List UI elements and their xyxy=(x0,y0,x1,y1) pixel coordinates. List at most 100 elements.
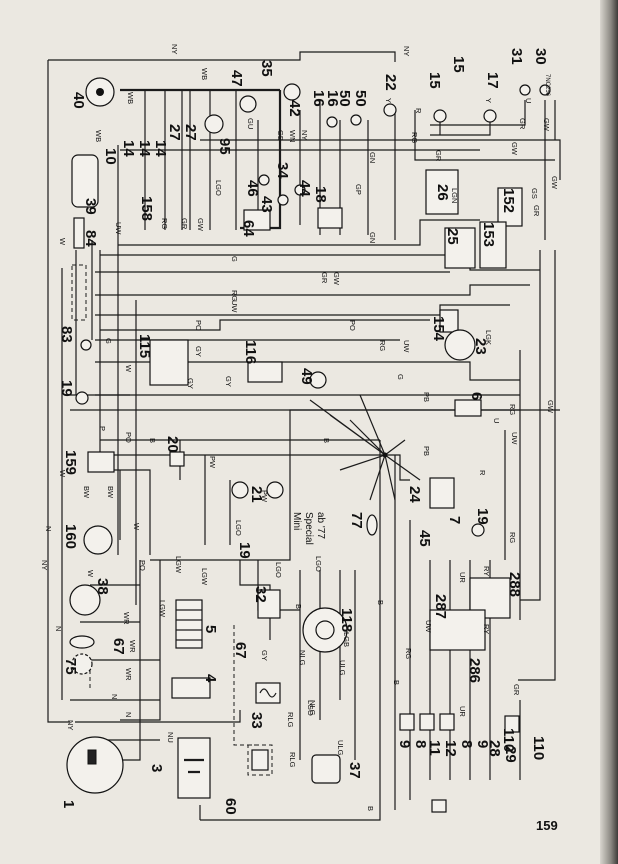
wire-code: GY xyxy=(260,650,269,661)
label-19a: 19 xyxy=(58,380,75,397)
wire-code: N xyxy=(54,626,63,631)
label-159: 159 xyxy=(62,450,79,475)
wire-code: LGK xyxy=(484,330,493,345)
wire-code: RLG xyxy=(288,752,297,768)
wire-code: B xyxy=(148,438,157,443)
wire-code: UW xyxy=(402,340,411,353)
label-30: 30 xyxy=(532,48,549,65)
wire-code: WR xyxy=(124,668,133,681)
label-6: 6 xyxy=(468,392,485,400)
wire-code: PB xyxy=(422,392,431,402)
label-46: 46 xyxy=(244,180,261,197)
label-287: 287 xyxy=(432,594,449,619)
wire-code: ULG xyxy=(336,740,345,756)
label-32: 32 xyxy=(252,586,269,603)
note-line-2: Special xyxy=(303,512,314,545)
wire-code: RY xyxy=(482,624,491,634)
wire-code: PO xyxy=(194,320,203,331)
wire-code: NLG xyxy=(308,700,317,716)
label-40: 40 xyxy=(70,92,87,109)
label-152: 152 xyxy=(500,188,517,213)
label-35: 35 xyxy=(258,60,275,77)
wire-code: W xyxy=(86,570,95,578)
wire-code: GN xyxy=(368,152,377,163)
label-31: 31 xyxy=(508,48,525,65)
wire-code: GW xyxy=(510,142,519,156)
label-26: 26 xyxy=(434,184,451,201)
label-47: 47 xyxy=(228,70,245,87)
wire-code: W xyxy=(58,238,67,246)
wire-code: GR xyxy=(532,205,541,217)
wire-code: GR xyxy=(434,150,443,162)
wire-code: U xyxy=(492,418,501,423)
label-9b: 9 xyxy=(474,740,491,748)
wire-code: GN xyxy=(368,232,377,243)
wire-code: LGO xyxy=(314,556,323,572)
label-9a: 9 xyxy=(396,740,413,748)
label-15b: 15 xyxy=(450,56,467,73)
wire-code: GW xyxy=(546,400,555,414)
label-7: 7 xyxy=(446,516,463,524)
wire-code: N xyxy=(110,694,119,699)
wire-code: PW xyxy=(208,456,217,469)
wire-code: GW xyxy=(332,272,341,286)
wire-code: GW xyxy=(196,218,205,232)
wire-code: NY xyxy=(66,720,75,730)
wire-code: BW xyxy=(106,486,115,499)
label-64: 64 xyxy=(240,220,257,237)
wire-code: UW xyxy=(424,620,433,633)
wire-code: ULG xyxy=(338,660,347,676)
label-16b: 16 xyxy=(324,90,341,107)
label-28: 28 xyxy=(486,740,503,757)
figure-reference: 7NC256 xyxy=(544,74,550,97)
wire-code: WB xyxy=(94,130,103,142)
wire-code: B xyxy=(294,604,303,609)
label-8a: 8 xyxy=(412,740,429,748)
wire-code: LGW xyxy=(174,556,183,574)
wire-code: Y xyxy=(384,98,393,103)
wire-code: RY xyxy=(482,566,491,576)
label-153: 153 xyxy=(480,222,497,247)
page-number: 159 xyxy=(536,818,558,833)
label-10: 10 xyxy=(102,148,119,165)
label-16a: 16 xyxy=(310,90,327,107)
wire-code: RG xyxy=(160,218,169,229)
ground-star xyxy=(309,394,421,501)
model-note: Mini Special ab '77 xyxy=(291,512,326,545)
label-37: 37 xyxy=(346,762,363,779)
label-27b: 27 xyxy=(182,124,199,141)
label-38: 38 xyxy=(94,578,111,595)
label-49: 49 xyxy=(298,368,315,385)
label-110a: 110 xyxy=(500,728,517,752)
label-67b: 67 xyxy=(232,642,249,659)
wire-code: UW xyxy=(230,300,239,313)
label-45: 45 xyxy=(416,530,433,547)
wire-code: NY xyxy=(402,46,411,56)
wire-code: WB xyxy=(200,68,209,80)
wire-code: PO xyxy=(348,320,357,331)
wire-code: W xyxy=(124,365,133,373)
label-34: 34 xyxy=(274,162,291,179)
wire-code: LGO xyxy=(214,180,223,196)
label-5: 5 xyxy=(202,625,219,633)
wire-code: GU xyxy=(246,118,255,129)
label-33: 33 xyxy=(248,712,265,729)
wire-code: N xyxy=(124,712,133,717)
wire-code: NU xyxy=(166,732,175,743)
wire-code: RG xyxy=(404,648,413,659)
wire-code: LGW xyxy=(158,600,167,618)
wire-code: LGB xyxy=(342,632,351,647)
label-27a: 27 xyxy=(166,124,183,141)
wire-code: G xyxy=(396,374,405,380)
wire-code: NLG xyxy=(298,650,307,666)
wire-code: PO xyxy=(138,560,147,571)
wire-code: RG xyxy=(508,404,517,415)
wire-code: U xyxy=(524,98,533,103)
wire-code: B xyxy=(376,600,385,605)
wire-code: BW xyxy=(82,486,91,499)
wire-code: GW xyxy=(550,176,559,190)
wire-code-labels: NY NY NY NY WB WB WB W W W W W UW UW UW … xyxy=(40,44,559,811)
label-14b: 14 xyxy=(136,140,153,157)
wire-code: N xyxy=(44,526,53,531)
